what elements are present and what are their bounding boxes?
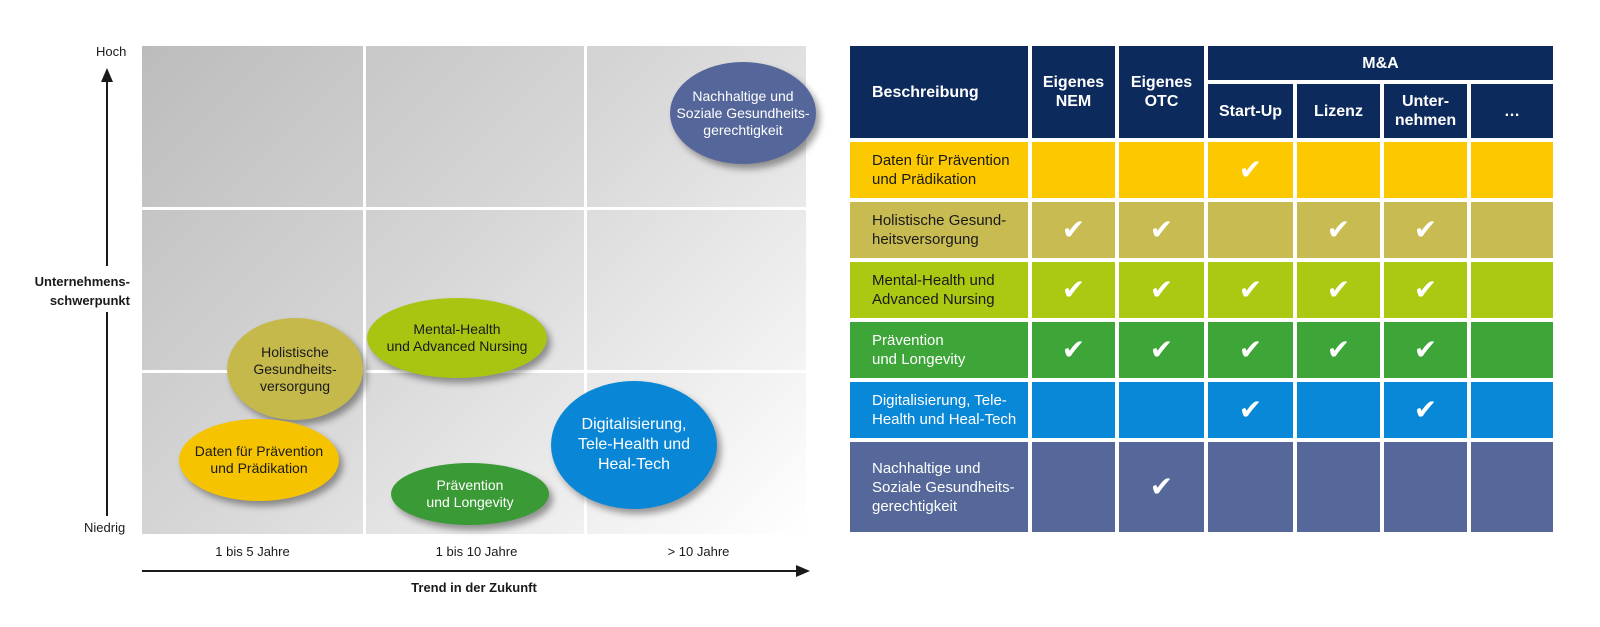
grid-line (363, 46, 366, 534)
matrix-cell (1471, 382, 1553, 438)
row-label: Digitalisierung, Tele- Health und Heal-T… (850, 382, 1028, 438)
matrix-cell (1471, 262, 1553, 318)
matrix-cell: ✔ (1384, 202, 1467, 258)
matrix-cell: ✔ (1384, 322, 1467, 378)
y-axis-high-label: Hoch (96, 44, 127, 59)
checkmark-icon: ✔ (1326, 213, 1351, 246)
checkmark-icon: ✔ (1326, 273, 1351, 306)
checkmark-icon: ✔ (1238, 153, 1263, 186)
row-label: Nachhaltige und Soziale Gesundheits- ger… (850, 442, 1028, 532)
matrix-cell: ✔ (1119, 442, 1204, 532)
header-more: … (1471, 84, 1553, 138)
x-axis-tick-label: > 10 Jahre (667, 544, 730, 559)
y-axis-title: Unternehmens- schwerpunkt (34, 274, 130, 308)
bubble-daten-praevention: Daten für Prävention und Prädikation (179, 419, 339, 501)
matrix-cell: ✔ (1208, 322, 1293, 378)
row-label: Holistische Gesund- heitsversorgung (850, 202, 1028, 258)
x-axis-tick-label: 1 bis 5 Jahre (215, 544, 290, 559)
bubble-nachhaltige-gesundheitsgerechtigkeit: Nachhaltige und Soziale Gesundheits- ger… (670, 62, 816, 164)
x-axis-arrow-head (796, 565, 810, 577)
bubble-digitalisierung: Digitalisierung, Tele-Health und Heal-Te… (551, 381, 717, 509)
trend-diagram: Nachhaltige und Soziale Gesundheits- ger… (34, 44, 816, 595)
checkmark-icon: ✔ (1238, 333, 1263, 366)
matrix-cell: ✔ (1297, 202, 1380, 258)
matrix-cell: ✔ (1119, 262, 1204, 318)
matrix-cell (1297, 442, 1380, 532)
x-axis-title: Trend in der Zukunft (411, 580, 537, 595)
matrix-cell: ✔ (1208, 382, 1293, 438)
y-axis-low-label: Niedrig (84, 520, 126, 535)
checkmark-icon: ✔ (1413, 393, 1438, 426)
y-axis-arrow-head (101, 68, 113, 82)
matrix-cell (1208, 202, 1293, 258)
y-axis-line (106, 312, 108, 516)
matrix-cell: ✔ (1208, 262, 1293, 318)
checkmark-icon: ✔ (1413, 333, 1438, 366)
checkmark-icon: ✔ (1238, 273, 1263, 306)
matrix-cell: ✔ (1032, 262, 1115, 318)
matrix-cell: ✔ (1384, 382, 1467, 438)
header-unternehmen: Unter- nehmen (1384, 84, 1467, 138)
checkmark-icon: ✔ (1149, 333, 1174, 366)
row-label: Prävention und Longevity (850, 322, 1028, 378)
checkmark-icon: ✔ (1149, 273, 1174, 306)
matrix-cell: ✔ (1119, 322, 1204, 378)
bubble-praevention-longevity: Prävention und Longevity (391, 463, 549, 525)
row-label: Daten für Prävention und Prädikation (850, 142, 1028, 198)
header-ma: M&A (1208, 46, 1553, 80)
matrix-cell (1471, 442, 1553, 532)
matrix-cell (1384, 442, 1467, 532)
matrix-cell (1032, 382, 1115, 438)
matrix-cell (1384, 142, 1467, 198)
checkmark-icon: ✔ (1149, 470, 1174, 503)
matrix-cell (1119, 382, 1204, 438)
matrix-cell (1471, 142, 1553, 198)
checkmark-icon: ✔ (1149, 213, 1174, 246)
header-start-up: Start-Up (1208, 84, 1293, 138)
matrix-cell (1032, 142, 1115, 198)
header-eigenes-otc: Eigenes OTC (1119, 46, 1204, 138)
matrix-cell (1297, 142, 1380, 198)
checkmark-icon: ✔ (1061, 273, 1086, 306)
matrix-cell (1471, 322, 1553, 378)
header-beschreibung: Beschreibung (850, 46, 1028, 138)
bubble-mental-health: Mental-Health und Advanced Nursing (367, 298, 547, 378)
matrix-cell: ✔ (1119, 202, 1204, 258)
matrix-cell (1119, 142, 1204, 198)
header-eigenes-nem: Eigenes NEM (1032, 46, 1115, 138)
matrix-cell (1297, 382, 1380, 438)
matrix-cell (1032, 442, 1115, 532)
x-axis-line (142, 570, 798, 572)
checkmark-icon: ✔ (1061, 333, 1086, 366)
matrix-cell: ✔ (1032, 202, 1115, 258)
checkmark-icon: ✔ (1326, 333, 1351, 366)
header-divider (1208, 80, 1553, 84)
matrix-cell: ✔ (1032, 322, 1115, 378)
matrix-cell: ✔ (1297, 262, 1380, 318)
checkmark-icon: ✔ (1413, 213, 1438, 246)
x-axis-tick-label: 1 bis 10 Jahre (435, 544, 518, 559)
checkmark-icon: ✔ (1413, 273, 1438, 306)
y-axis-line (106, 80, 108, 266)
matrix-cell: ✔ (1297, 322, 1380, 378)
matrix-cell (1471, 202, 1553, 258)
row-label: Mental-Health und Advanced Nursing (850, 262, 1028, 318)
header-lizenz: Lizenz (1297, 84, 1380, 138)
grid-line (584, 46, 587, 534)
checkmark-icon: ✔ (1061, 213, 1086, 246)
matrix-cell: ✔ (1384, 262, 1467, 318)
matrix-cell (1208, 442, 1293, 532)
bubble-holistische-gesundheitsversorgung: Holistische Gesundheits- versorgung (227, 318, 363, 420)
grid-line (142, 207, 806, 210)
matrix-cell: ✔ (1208, 142, 1293, 198)
strategy-matrix: Beschreibung Eigenes NEM Eigenes OTC M&A… (850, 46, 1553, 532)
checkmark-icon: ✔ (1238, 393, 1263, 426)
